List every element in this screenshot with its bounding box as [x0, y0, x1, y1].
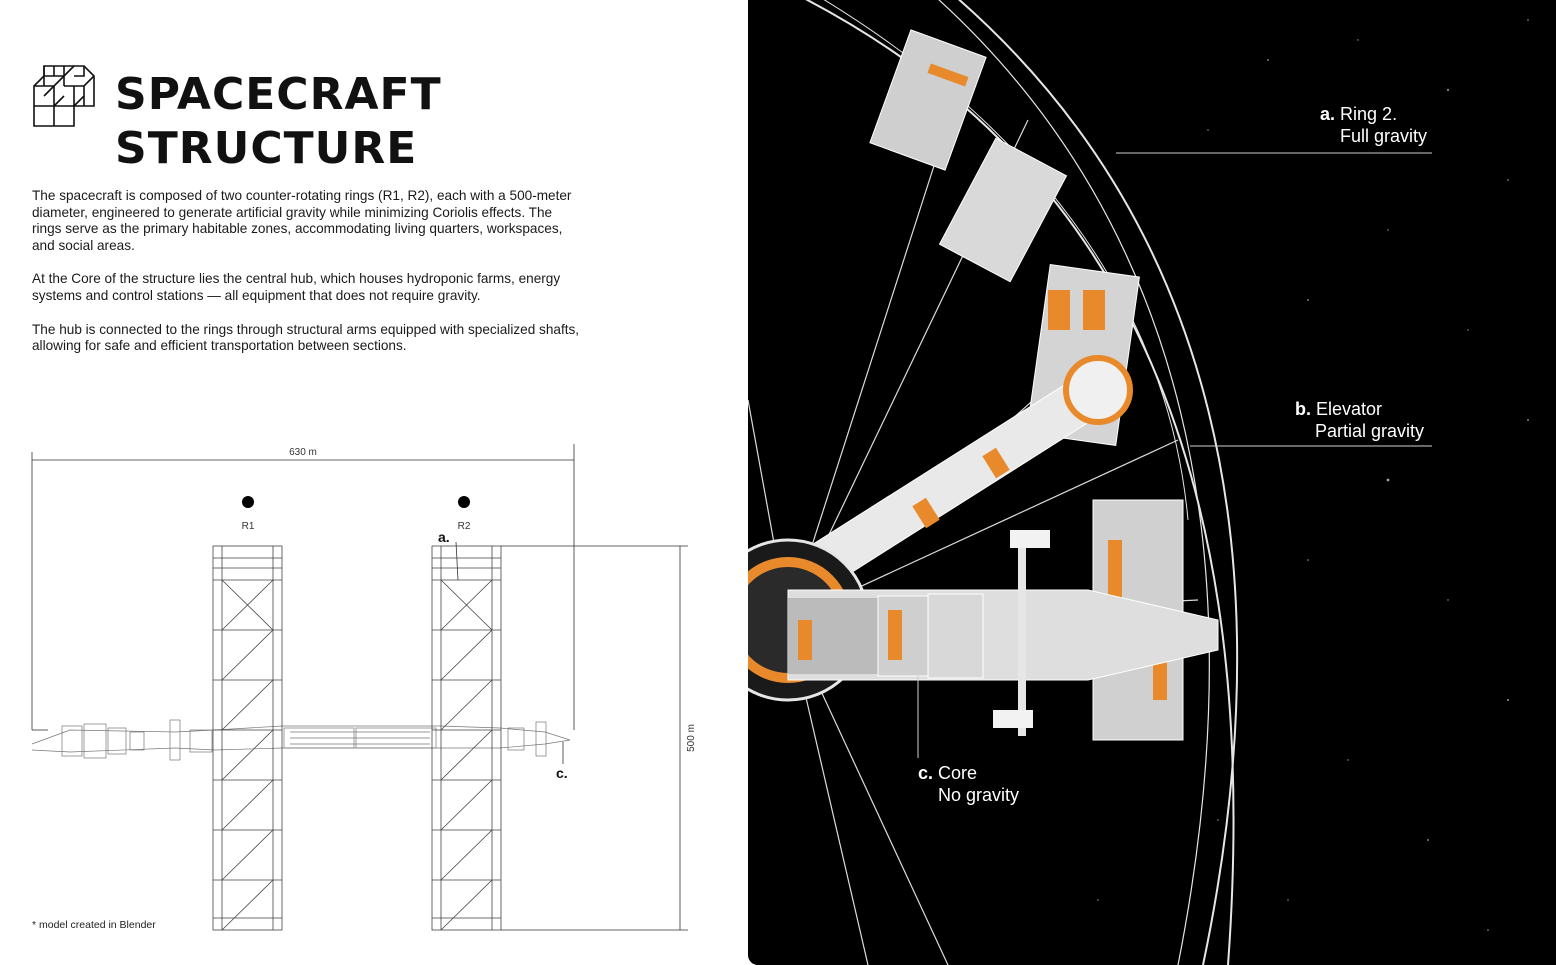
- starfield: [1097, 19, 1529, 931]
- callout-b-letter: b.: [1295, 399, 1311, 419]
- callout-core: c. Core No gravity: [918, 762, 1019, 806]
- height-label: 500 m: [686, 724, 697, 752]
- elevator-arm: [787, 355, 1133, 601]
- ring1-label: R1: [242, 521, 255, 532]
- marker-a: a.: [438, 529, 450, 545]
- paragraph-rings: The spacecraft is composed of two counte…: [32, 188, 572, 253]
- outer-ring-frame: [805, 0, 1239, 965]
- height-dimension: [501, 545, 688, 931]
- paragraph-hub: The hub is connected to the rings throug…: [32, 321, 580, 354]
- ring1-truss: [212, 545, 283, 931]
- render-panel: a. Ring 2. Full gravity b. Elevator Part…: [748, 0, 1556, 965]
- callout-a-letter: a.: [1320, 104, 1336, 124]
- callout-b-subtitle: Partial gravity: [1315, 421, 1425, 441]
- ring2-truss: [431, 545, 502, 931]
- callout-a-subtitle: Full gravity: [1340, 126, 1428, 146]
- callout-c-title: Core: [938, 763, 978, 783]
- marker-a-leader: [455, 541, 459, 581]
- marker-c: c.: [556, 765, 568, 781]
- callout-a-title: Ring 2.: [1340, 104, 1398, 124]
- title-line-1: SPACECRAFT: [115, 69, 442, 120]
- callout-c-subtitle: No gravity: [938, 785, 1020, 805]
- footnote: * model created in Blender: [32, 919, 156, 931]
- callout-ring2: a. Ring 2. Full gravity: [1320, 103, 1427, 147]
- callout-c-letter: c.: [918, 763, 934, 783]
- ring2-axis-dot: [458, 496, 470, 508]
- spacecraft-render: [748, 0, 1529, 965]
- core-hub: [748, 530, 1219, 736]
- side-view-drawing: 630 m R1 R2: [31, 444, 697, 931]
- title-line-2: STRUCTURE: [115, 123, 418, 174]
- info-panel: SPACECRAFT STRUCTURE The spacecraft is c…: [0, 0, 748, 965]
- width-dimension: [31, 444, 575, 731]
- ring1-axis-dot: [242, 496, 254, 508]
- page-title: SPACECRAFT STRUCTURE: [115, 68, 442, 176]
- width-label: 630 m: [289, 447, 317, 458]
- cube-grid-logo-icon: [33, 65, 95, 127]
- callout-elevator: b. Elevator Partial gravity: [1295, 398, 1424, 442]
- ring2-label: R2: [458, 521, 471, 532]
- description: The spacecraft is composed of two counte…: [32, 188, 582, 372]
- central-spine: [31, 719, 571, 761]
- callout-b-title: Elevator: [1316, 399, 1383, 419]
- paragraph-core: At the Core of the structure lies the ce…: [32, 271, 561, 303]
